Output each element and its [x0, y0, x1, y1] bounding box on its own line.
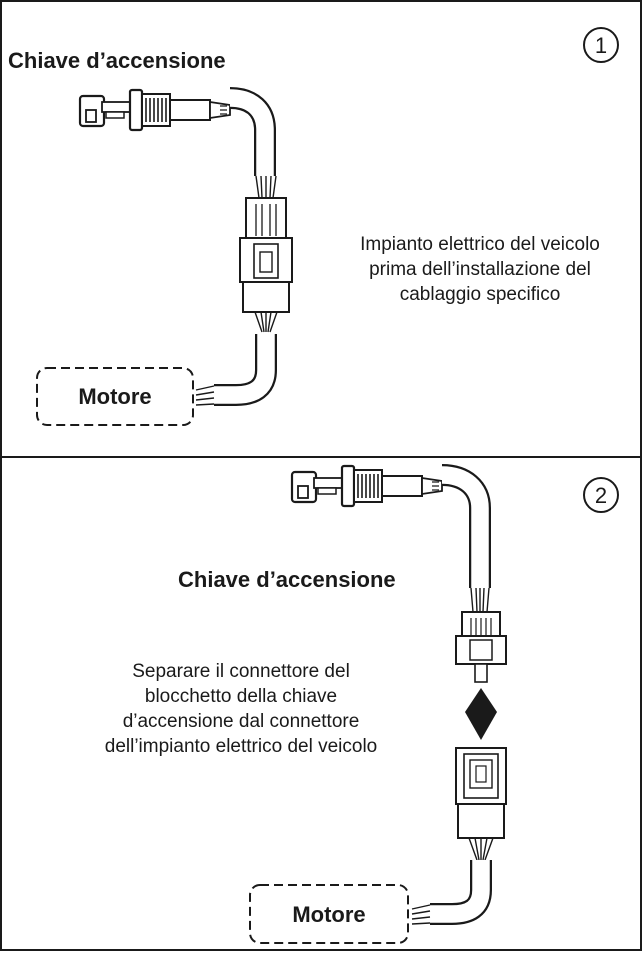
panel-1-ignition-key-icon: [78, 88, 232, 132]
panel-2-description-line-3: d’accensione dal connettore: [123, 711, 360, 732]
step-2-number: 2: [595, 483, 607, 508]
panel-2-ignition-key-icon: [290, 464, 444, 508]
panel-1-description-line-1: Impianto elettrico del veicolo: [360, 234, 600, 255]
step-1-number: 1: [595, 33, 607, 58]
separation-arrow-icon: [465, 688, 497, 740]
panel-2-description-line-1: Separare il connettore del: [132, 661, 350, 682]
panel-1-connector-assembly: [239, 197, 293, 333]
step-2-badge: [583, 477, 619, 513]
panel-1: 1 Chiave d’accensione Motore Impianto el…: [8, 27, 619, 426]
panel-2-engine-label: Motore: [292, 902, 365, 927]
panel-2-description-line-4: dell’impianto elettrico del veicolo: [105, 736, 377, 757]
panel-1-engine-box: [36, 367, 194, 426]
panel-1-description-line-3: cablaggio specifico: [400, 284, 561, 305]
panel-2-description-line-2: blocchetto della chiave: [145, 686, 337, 707]
panel-2-engine-box: [249, 884, 409, 944]
panel-1-description-line-2: prima dell’installazione del: [369, 259, 591, 280]
panel-2-description: Separare il connettore del blocchetto de…: [105, 661, 377, 757]
panel-1-key-label: Chiave d’accensione: [8, 48, 226, 73]
panel-2: 2 Chiave d’accensione: [105, 464, 619, 944]
step-1-badge: [583, 27, 619, 63]
panel-1-description: Impianto elettrico del veicolo prima del…: [360, 234, 600, 305]
panel-2-vehicle-connector: [455, 747, 507, 861]
panel-1-engine-label: Motore: [78, 384, 151, 409]
panel-2-key-label: Chiave d’accensione: [178, 567, 396, 592]
panel-2-key-connector: [455, 611, 507, 683]
